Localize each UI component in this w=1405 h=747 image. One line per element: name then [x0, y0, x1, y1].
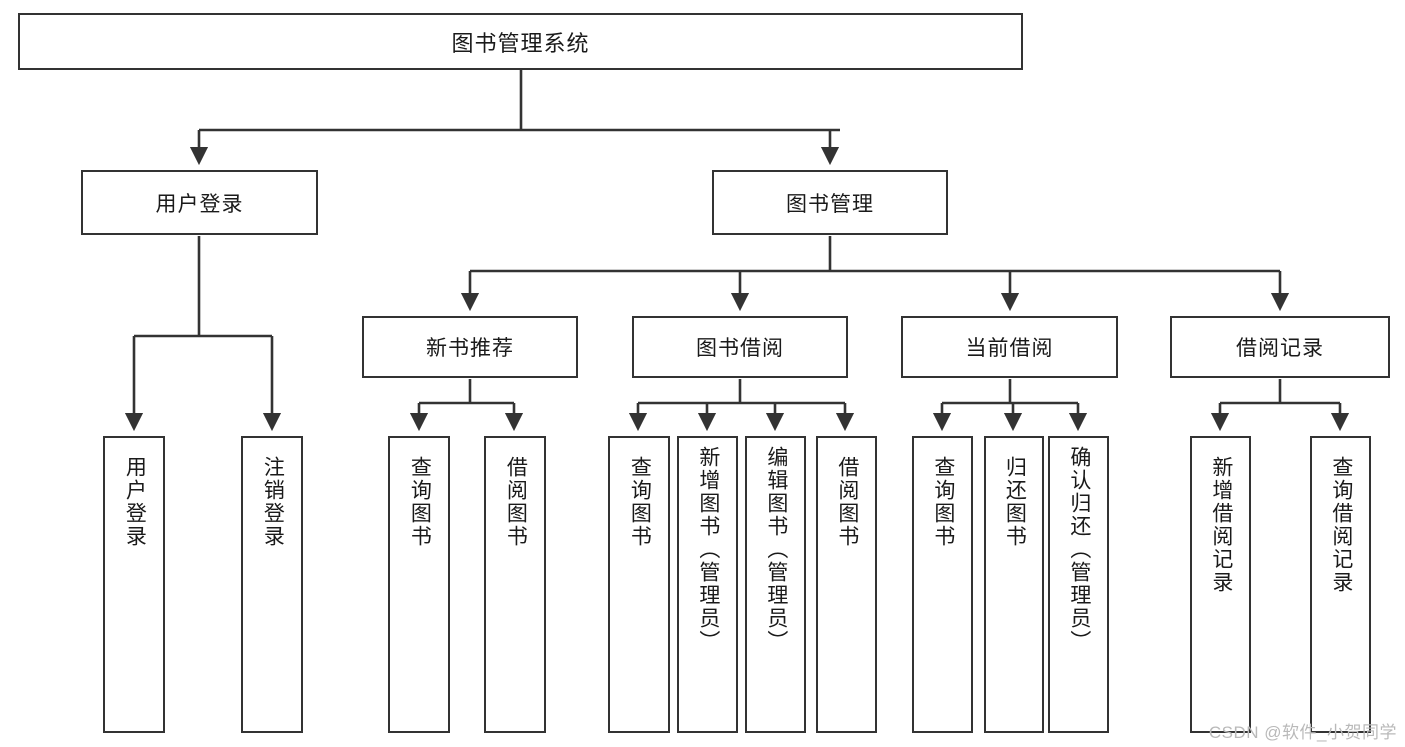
leaf-borrow-book-1[interactable]: 借阅图书: [484, 436, 546, 733]
node-label: 用户登录: [123, 456, 147, 548]
node-label: 查询图书: [931, 456, 955, 548]
node-label: 编辑图书（管理员）: [764, 446, 788, 653]
node-label: 新书推荐: [426, 337, 514, 360]
node-current-borrow[interactable]: 当前借阅: [901, 316, 1118, 378]
node-borrow-record[interactable]: 借阅记录: [1170, 316, 1390, 378]
node-label: 用户登录: [155, 192, 244, 216]
node-label: 借阅图书: [504, 456, 528, 548]
node-label: 查询借阅记录: [1329, 456, 1353, 594]
leaf-query-borrow-record[interactable]: 查询借阅记录: [1310, 436, 1371, 733]
leaf-confirm-return-admin[interactable]: 确认归还（管理员）: [1048, 436, 1109, 733]
leaf-query-book-2[interactable]: 查询图书: [608, 436, 670, 733]
node-new-book-recommend[interactable]: 新书推荐: [362, 316, 578, 378]
leaf-query-book-3[interactable]: 查询图书: [912, 436, 973, 733]
leaf-return-book[interactable]: 归还图书: [984, 436, 1044, 733]
node-label: 确认归还（管理员）: [1067, 446, 1091, 653]
node-user-login[interactable]: 用户登录: [81, 170, 318, 235]
node-label: 注销登录: [261, 456, 285, 548]
node-label: 新增借阅记录: [1209, 456, 1233, 594]
node-label: 图书管理系统: [451, 30, 590, 56]
node-label: 借阅图书: [835, 456, 859, 548]
leaf-add-book-admin[interactable]: 新增图书（管理员）: [677, 436, 738, 733]
node-book-borrow[interactable]: 图书借阅: [632, 316, 848, 378]
node-label: 当前借阅: [965, 337, 1054, 360]
node-label: 图书管理: [786, 192, 874, 216]
node-label: 图书借阅: [696, 337, 784, 360]
leaf-logout-login[interactable]: 注销登录: [241, 436, 303, 733]
node-book-manage[interactable]: 图书管理: [712, 170, 948, 235]
csdn-watermark: CSDN @软件_小贺同学: [1208, 723, 1397, 742]
node-label: 新增图书（管理员）: [696, 446, 720, 653]
node-label: 查询图书: [408, 456, 432, 548]
leaf-borrow-book-2[interactable]: 借阅图书: [816, 436, 877, 733]
node-label: 借阅记录: [1236, 337, 1324, 360]
leaf-user-login[interactable]: 用户登录: [103, 436, 165, 733]
leaf-edit-book-admin[interactable]: 编辑图书（管理员）: [745, 436, 806, 733]
leaf-add-borrow-record[interactable]: 新增借阅记录: [1190, 436, 1251, 733]
node-label: 查询图书: [628, 456, 652, 548]
node-label: 归还图书: [1003, 456, 1027, 548]
node-root-book-management-system[interactable]: 图书管理系统: [18, 13, 1023, 70]
leaf-query-book-1[interactable]: 查询图书: [388, 436, 450, 733]
